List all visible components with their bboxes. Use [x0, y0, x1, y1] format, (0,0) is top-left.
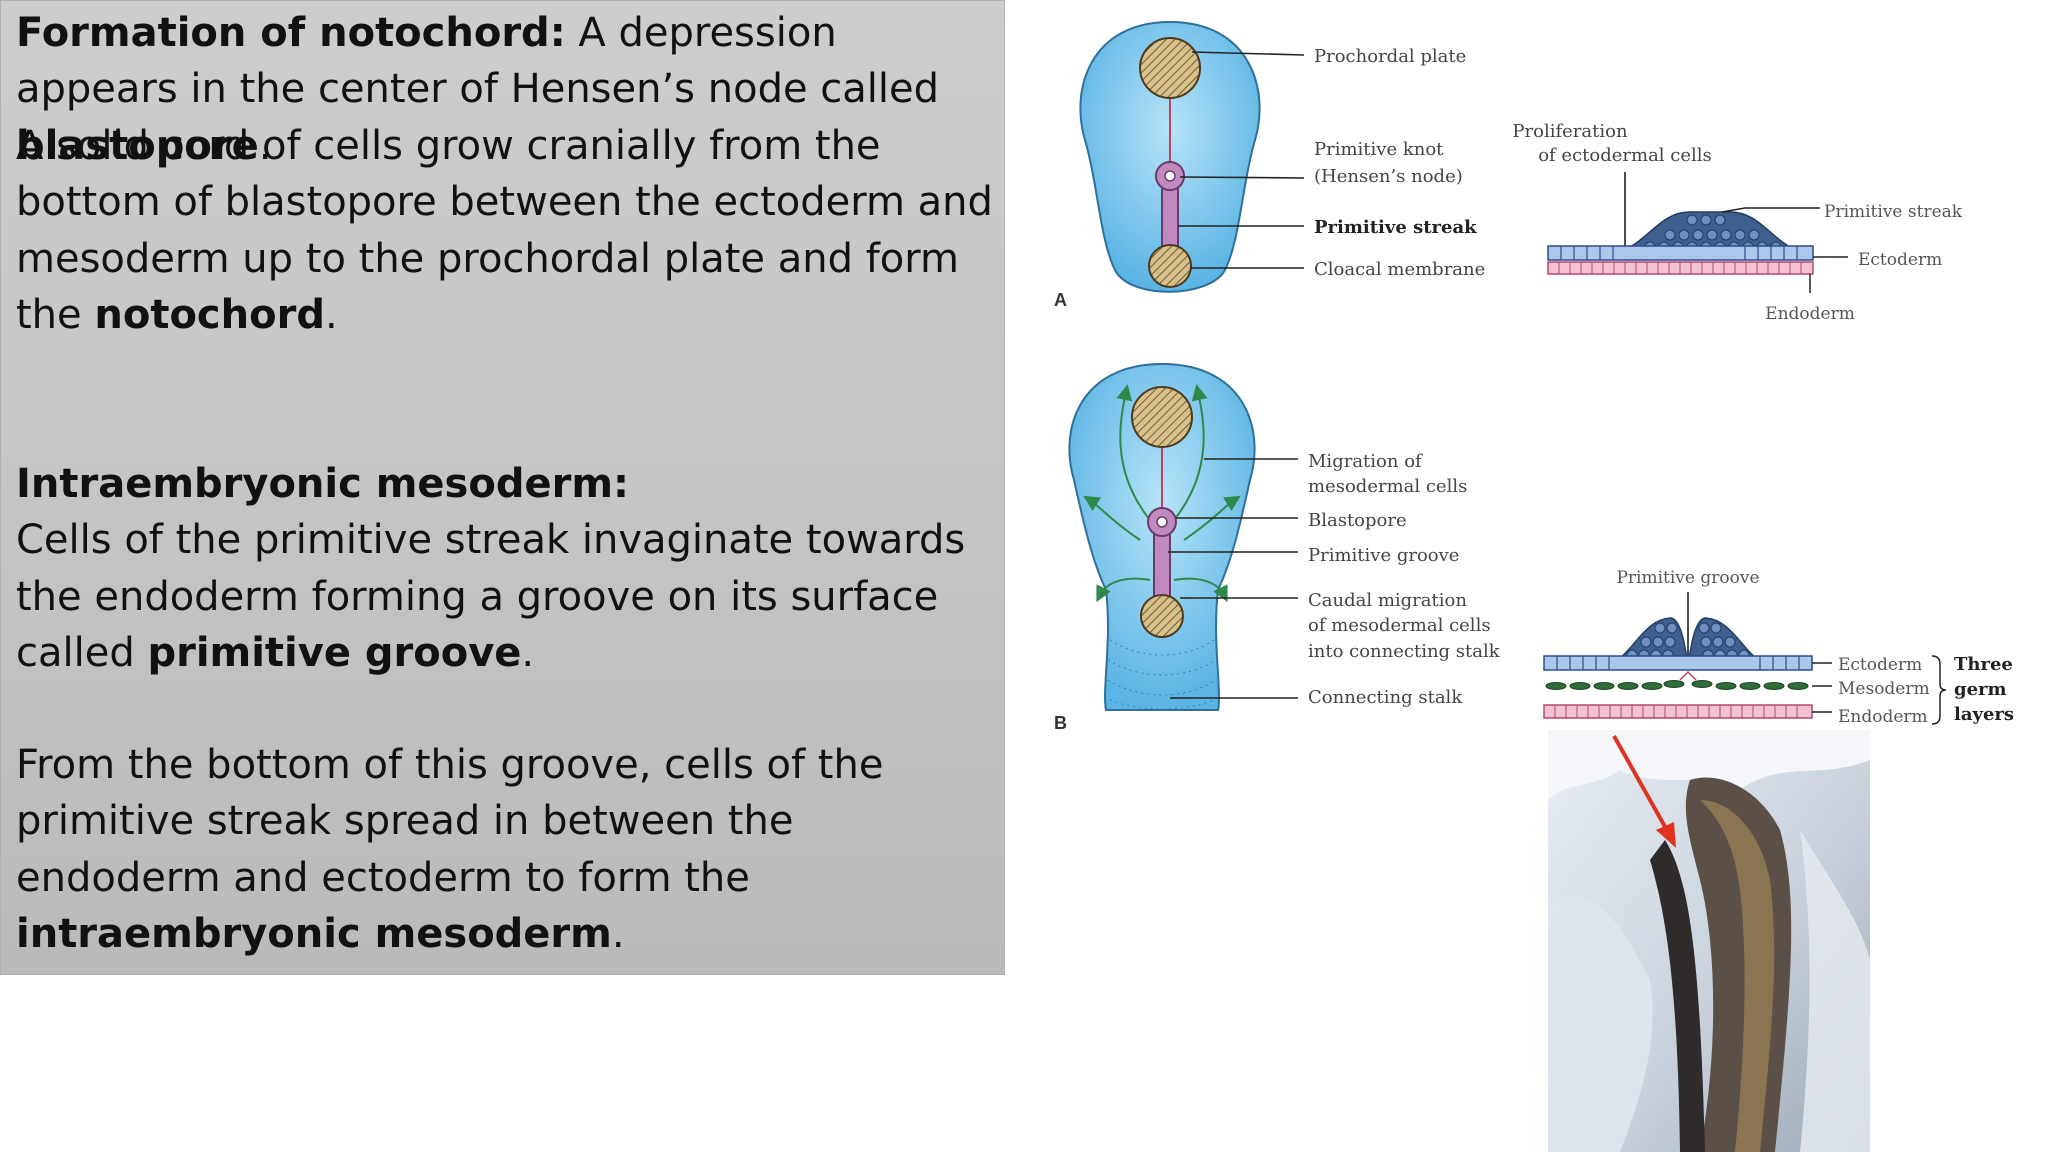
label-caudal-migration: Caudal migration [1308, 590, 1467, 611]
label-section-primitive-groove: Primitive groove [1616, 568, 1759, 588]
label-three: Three [1954, 654, 2013, 675]
label-mesodermal-cells: mesodermal cells [1308, 476, 1467, 497]
label-primitive-streak: Primitive streak [1314, 217, 1477, 238]
label-hensens-node: (Hensen’s node) [1314, 166, 1463, 187]
text-panel: Formation of notochord: A depression app… [0, 0, 1005, 975]
notochord-paragraph-2: A solid cord of cells grow cranially fro… [16, 118, 1001, 344]
mesoderm-paragraph: Intraembryonic mesoderm: Cells of the pr… [16, 456, 1001, 682]
mesoderm-heading: Intraembryonic mesoderm: [16, 461, 630, 507]
notochord-paragraph: Formation of notochord: A depression app… [16, 5, 1001, 174]
label-primitive-groove: Primitive groove [1308, 545, 1459, 566]
label-section-endoderm: Endoderm [1765, 304, 1855, 324]
label-b-mesoderm: Mesoderm [1838, 679, 1930, 699]
label-migration-of: Migration of [1308, 451, 1423, 472]
label-layers: layers [1954, 704, 2014, 725]
notochord-text-2-end: . [324, 292, 338, 339]
label-proliferation: Proliferation [1512, 121, 1628, 142]
label-of-ectodermal-cells: of ectodermal cells [1538, 145, 1712, 166]
figure-a-leaders [1178, 51, 1305, 269]
figure-b-letter: B [1054, 713, 1067, 733]
notochord-text-1-end: . [258, 122, 272, 169]
label-of-mesodermal-cells: of mesodermal cells [1308, 615, 1491, 636]
figure-b-leaders [1168, 458, 1298, 699]
label-primitive-knot: Primitive knot [1314, 139, 1444, 160]
label-blastopore: Blastopore [1308, 510, 1407, 531]
mesoderm-text-2-end: . [611, 911, 625, 958]
notochord-heading: Formation of notochord: [16, 10, 566, 56]
notochord-text-1: A depression appears in the center of He… [16, 10, 940, 113]
mesoderm-text-2: From the bottom of this groove, cells of… [16, 742, 884, 901]
label-connecting-stalk: Connecting stalk [1308, 687, 1463, 708]
notochord-text-2: A solid cord of cells grow cranially fro… [16, 123, 993, 339]
label-b-endoderm: Endoderm [1838, 707, 1928, 727]
figure-a-letter: A [1054, 290, 1067, 310]
mesoderm-paragraph-2: From the bottom of this groove, cells of… [16, 737, 1001, 963]
figure-a-disc [1079, 20, 1261, 293]
intraembryonic-mesoderm-term: intraembryonic mesoderm [16, 911, 612, 958]
label-b-ectoderm: Ectoderm [1838, 655, 1922, 675]
figure-a-section: Proliferation of ectodermal cells Primit… [1512, 121, 1962, 324]
primitive-groove-term: primitive groove [147, 630, 522, 677]
label-cloacal-membrane: Cloacal membrane [1314, 259, 1485, 280]
notochord-term: notochord [94, 292, 325, 339]
figure-b-disc [1068, 362, 1256, 711]
label-into-connecting-stalk: into connecting stalk [1308, 641, 1501, 662]
figure-b-section: Primitive groove Ectoderm Mesoderm E [1543, 568, 2014, 727]
blastopore-term: blastopore [16, 122, 259, 169]
mesoderm-text-1-end: . [521, 630, 535, 677]
embryology-figure: Prochordal plate Primitive knot (Hensen’… [1054, 20, 2014, 1152]
snow-groove-photo [1548, 730, 1870, 1152]
label-section-primitive-streak: Primitive streak [1824, 202, 1963, 222]
label-section-ectoderm: Ectoderm [1858, 250, 1942, 270]
mesoderm-text-1: Cells of the primitive streak invaginate… [16, 517, 966, 677]
label-germ: germ [1954, 679, 2007, 700]
label-prochordal-plate: Prochordal plate [1314, 46, 1466, 67]
